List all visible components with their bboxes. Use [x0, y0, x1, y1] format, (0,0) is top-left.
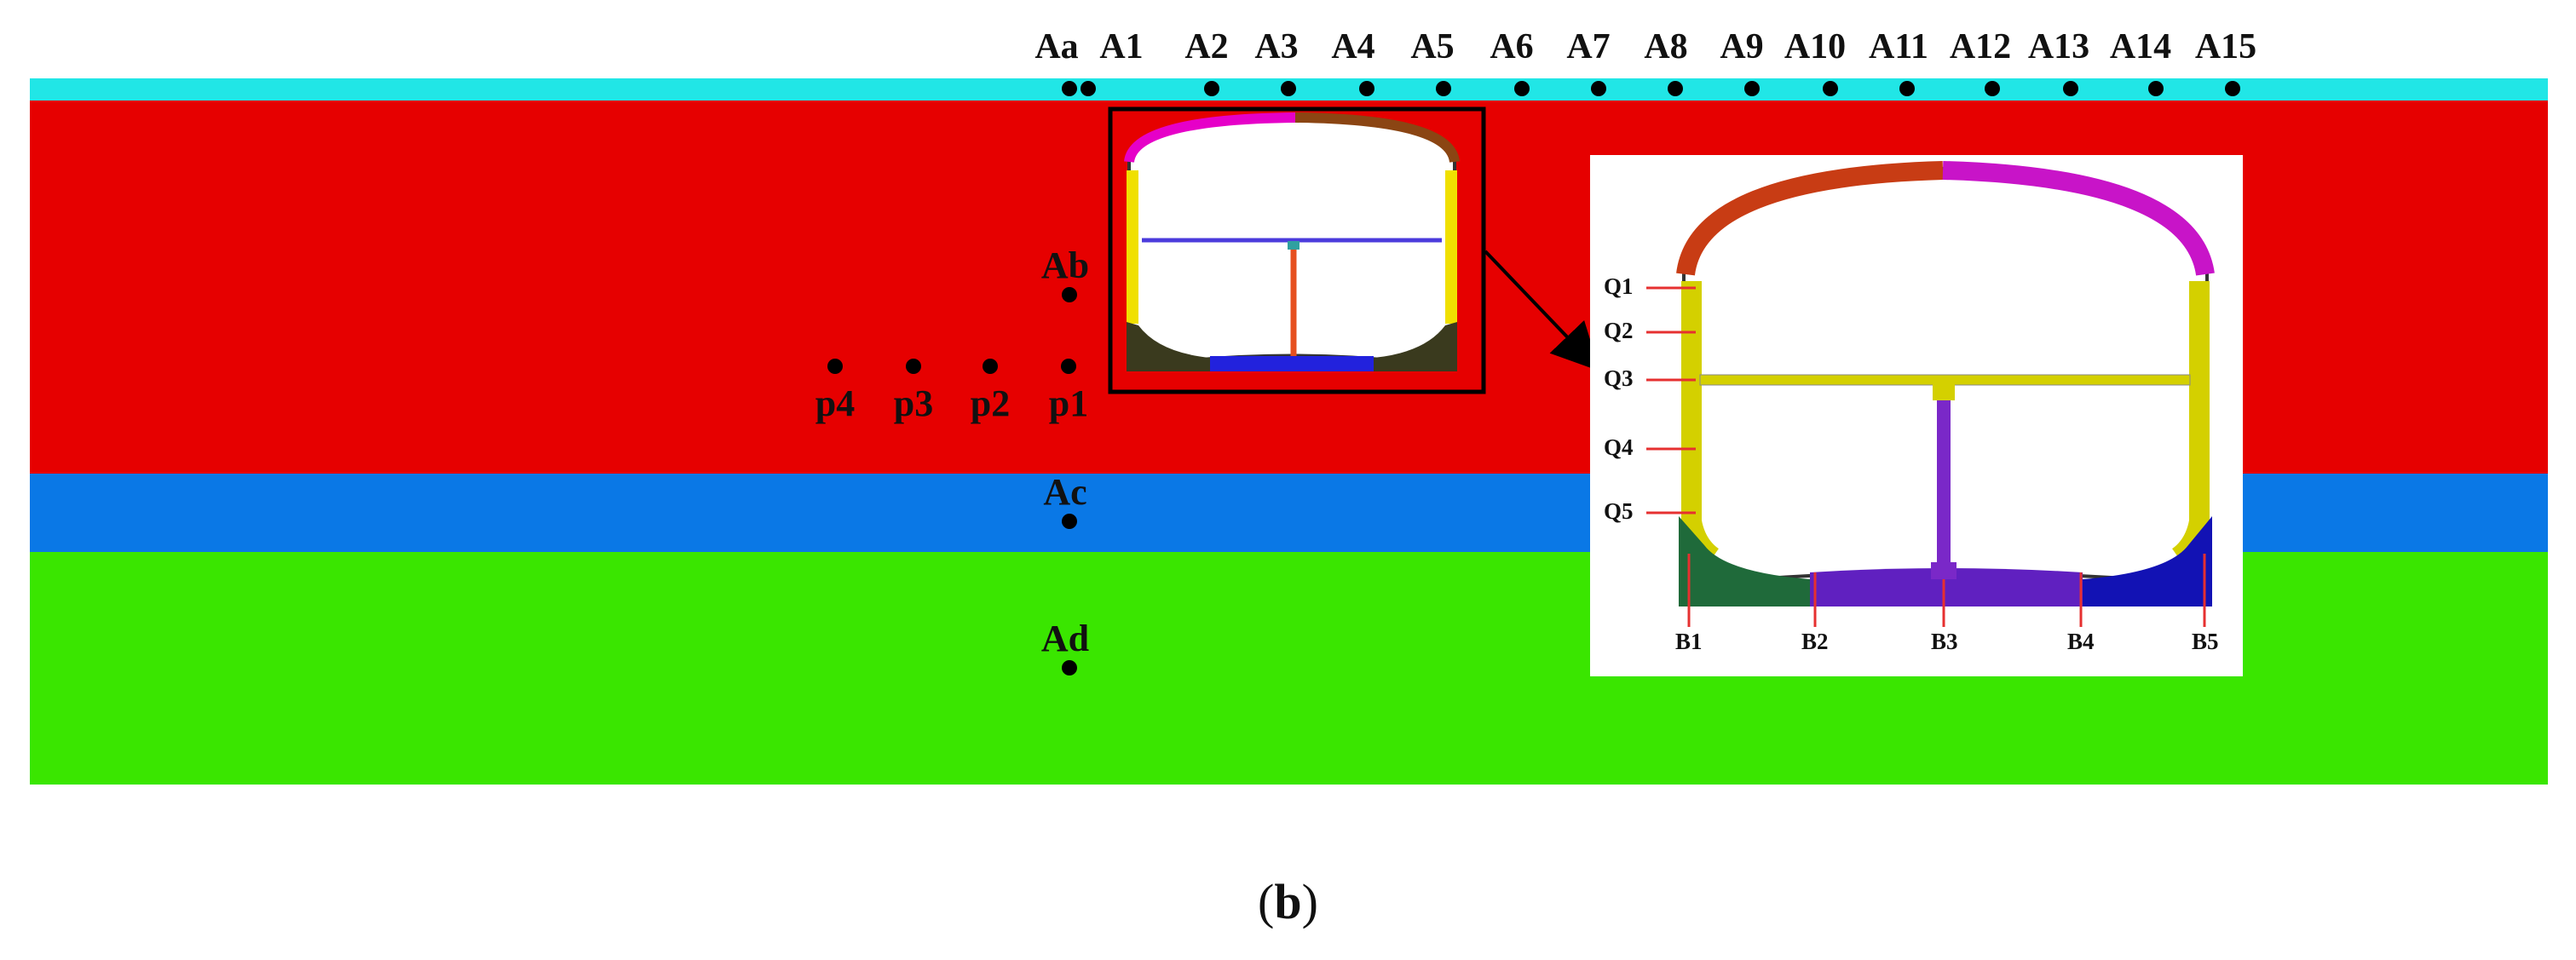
point-p1 [1061, 359, 1076, 374]
label-a2: A2 [1184, 27, 1229, 66]
label-a5: A5 [1410, 27, 1455, 66]
point-a7 [1591, 81, 1606, 96]
point-a2 [1204, 81, 1219, 96]
point-p2 [983, 359, 998, 374]
point-aa [1062, 81, 1077, 96]
invert-center [1210, 356, 1374, 371]
inset-label-b5: B5 [2192, 629, 2219, 654]
measurement-points [827, 81, 2240, 675]
lining-left-top [1124, 112, 1296, 164]
zoom-arrow [1484, 250, 1600, 371]
point-ac [1062, 514, 1077, 529]
inset-crown-left [1676, 161, 1944, 276]
label-a3: A3 [1254, 27, 1299, 66]
inset-label-q1: Q1 [1604, 273, 1634, 299]
label-a7: A7 [1566, 27, 1611, 66]
inset-invert-right [2083, 516, 2212, 606]
inset-crown-right [1942, 161, 2215, 277]
column-cap [1288, 241, 1300, 250]
inset-label-q2: Q2 [1604, 318, 1634, 343]
inset-column-cap [1933, 378, 1955, 400]
label-a1: A1 [1099, 27, 1144, 66]
label-a12: A12 [1949, 27, 2012, 66]
inset-column [1937, 400, 1951, 571]
point-a8 [1668, 81, 1683, 96]
point-a13 [2063, 81, 2078, 96]
label-a8: A8 [1644, 27, 1688, 66]
point-a3 [1281, 81, 1296, 96]
label-a9: A9 [1720, 27, 1764, 66]
inset-label-q5: Q5 [1604, 498, 1634, 524]
inset-label-q3: Q3 [1604, 365, 1634, 391]
tunnel-model-small [1108, 106, 1486, 394]
label-ab: Ab [1040, 244, 1090, 286]
point-a12 [1985, 81, 2000, 96]
tunnel-frame [1108, 106, 1486, 394]
inset-invert-center [1810, 568, 2083, 606]
inset-label-q4: Q4 [1604, 434, 1634, 460]
label-p4: p4 [815, 382, 856, 424]
figure-caption: (b) [1258, 874, 1318, 929]
point-a6 [1514, 81, 1530, 96]
point-a9 [1744, 81, 1760, 96]
label-a15: A15 [2194, 27, 2257, 66]
label-a14: A14 [2109, 27, 2172, 66]
inset-label-b4: B4 [2067, 629, 2095, 654]
point-ad [1062, 660, 1077, 675]
tunnel-inset [1590, 155, 2243, 676]
lining-right-top [1294, 112, 1460, 164]
label-aa: Aa [1034, 27, 1079, 66]
point-a1 [1081, 81, 1096, 96]
point-a11 [1899, 81, 1915, 96]
point-ab [1062, 287, 1077, 302]
point-p3 [906, 359, 921, 374]
point-a5 [1436, 81, 1451, 96]
inset-label-b3: B3 [1931, 629, 1958, 654]
point-p4 [827, 359, 843, 374]
label-p2: p2 [970, 382, 1011, 424]
label-ad: Ad [1040, 618, 1090, 659]
label-a13: A13 [2027, 27, 2090, 66]
label-a11: A11 [1868, 27, 1929, 66]
inset-column-base [1931, 562, 1956, 579]
inset-invert-left [1679, 516, 1810, 606]
inset-label-b2: B2 [1801, 629, 1829, 654]
invert-left [1127, 322, 1210, 371]
label-a6: A6 [1490, 27, 1534, 66]
label-a4: A4 [1331, 27, 1375, 66]
inset-label-b1: B1 [1675, 629, 1703, 654]
label-p1: p1 [1048, 382, 1089, 424]
point-a15 [2225, 81, 2240, 96]
label-p3: p3 [893, 382, 934, 424]
invert-right [1374, 322, 1457, 371]
label-a10: A10 [1784, 27, 1847, 66]
point-a4 [1359, 81, 1374, 96]
point-a10 [1823, 81, 1838, 96]
label-ac: Ac [1043, 471, 1087, 513]
point-a14 [2148, 81, 2164, 96]
